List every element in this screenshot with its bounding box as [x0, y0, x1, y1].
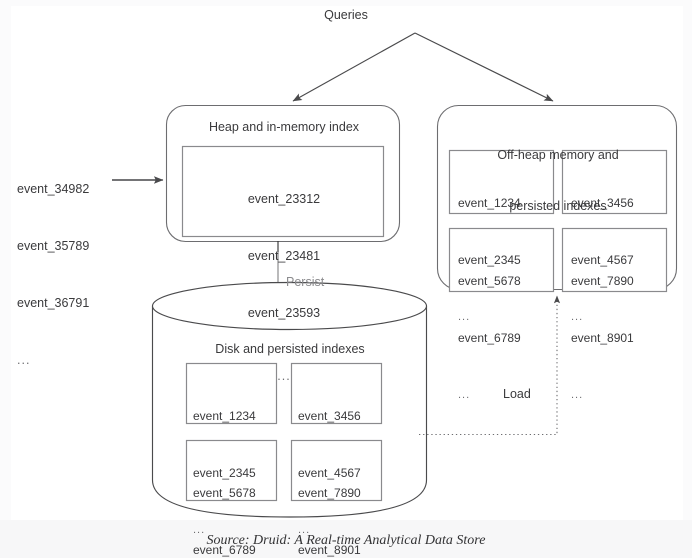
offheap-event-line: event_4567	[571, 253, 634, 267]
disk-segment-text: event_1234 event_2345 ...	[193, 369, 256, 558]
offheap-segment-ellipsis: ...	[458, 311, 471, 323]
offheap-title: Off-heap memory and persisted indexes	[441, 113, 675, 249]
offheap-event-line: event_7890	[571, 274, 634, 288]
offheap-event-line: event_3456	[571, 196, 634, 210]
queries-arrow-left	[292, 32, 416, 102]
disk-event-line: event_5678	[193, 486, 256, 500]
heap-event-item: event_23481	[247, 249, 321, 263]
incoming-event-item: event_35789	[17, 239, 90, 253]
disk-segment-ellipsis: ...	[298, 524, 311, 536]
load-label: Load	[503, 387, 531, 401]
persist-label: Persist	[286, 275, 325, 289]
offheap-segment-box	[448, 227, 555, 293]
caption-band	[0, 520, 692, 558]
disk-segment-box	[185, 439, 278, 502]
heap-title: Heap and in-memory index	[208, 120, 360, 134]
offheap-event-line: event_5678	[458, 274, 521, 288]
heap-event-item: event_23312	[247, 192, 321, 206]
heap-event-item: event_23593	[247, 306, 321, 320]
offheap-event-line: event_8901	[571, 331, 634, 345]
offheap-segment-text: event_3456 event_4567 ...	[571, 156, 634, 365]
offheap-segment-box	[561, 149, 668, 215]
offheap-segment-box	[448, 149, 555, 215]
incoming-events-ellipsis: ...	[17, 353, 31, 367]
disk-segment-box	[185, 362, 278, 425]
disk-event-line: event_2345	[193, 466, 256, 480]
offheap-segment-ellipsis: ...	[571, 389, 584, 401]
source-caption: Source: Druid: A Real-time Analytical Da…	[206, 533, 486, 548]
heap-index-box	[181, 145, 385, 238]
disk-event-line: event_8901	[298, 543, 361, 557]
heap-events-list: event_23312 event_23481 event_23593 ...	[183, 152, 385, 424]
disk-event-line: event_4567	[298, 466, 361, 480]
offheap-event-line: event_2345	[458, 253, 521, 267]
offheap-segment-text: event_1234 event_2345 ...	[458, 156, 521, 365]
queries-label: Queries	[324, 8, 368, 22]
disk-segment-box	[290, 439, 383, 502]
incoming-event-item: event_34982	[17, 182, 90, 196]
heap-events-ellipsis: ...	[277, 369, 291, 383]
load-arrow	[419, 295, 561, 436]
offheap-segment-ellipsis: ...	[571, 311, 584, 323]
disk-event-line: event_1234	[193, 409, 256, 423]
disk-segment-text: event_7890 event_8901 ...	[298, 446, 361, 558]
disk-event-line: event_6789	[193, 543, 256, 557]
disk-segment-box	[290, 362, 383, 425]
disk-segment-text: event_3456 event_4567 ...	[298, 369, 361, 558]
offheap-event-line: event_6789	[458, 331, 521, 345]
disk-segment-ellipsis: ...	[193, 524, 206, 536]
offheap-segment-text: event_7890 event_8901 ...	[571, 234, 634, 443]
disk-event-line: event_7890	[298, 486, 361, 500]
disk-title: Disk and persisted indexes	[215, 342, 365, 356]
offheap-event-line: event_1234	[458, 196, 521, 210]
offheap-segment-text: event_5678 event_6789 ...	[458, 234, 521, 443]
offheap-title-line-2: persisted indexes	[509, 199, 607, 213]
incoming-event-item: event_36791	[17, 296, 90, 310]
offheap-segment-box	[561, 227, 668, 293]
disk-segment-text: event_5678 event_6789 ...	[193, 446, 256, 558]
incoming-events-list: event_34982 event_35789 event_36791 ...	[17, 142, 89, 408]
queries-arrow-right	[414, 32, 554, 102]
disk-event-line: event_3456	[298, 409, 361, 423]
offheap-title-line-1: Off-heap memory and	[497, 148, 619, 162]
offheap-segment-ellipsis: ...	[458, 389, 471, 401]
